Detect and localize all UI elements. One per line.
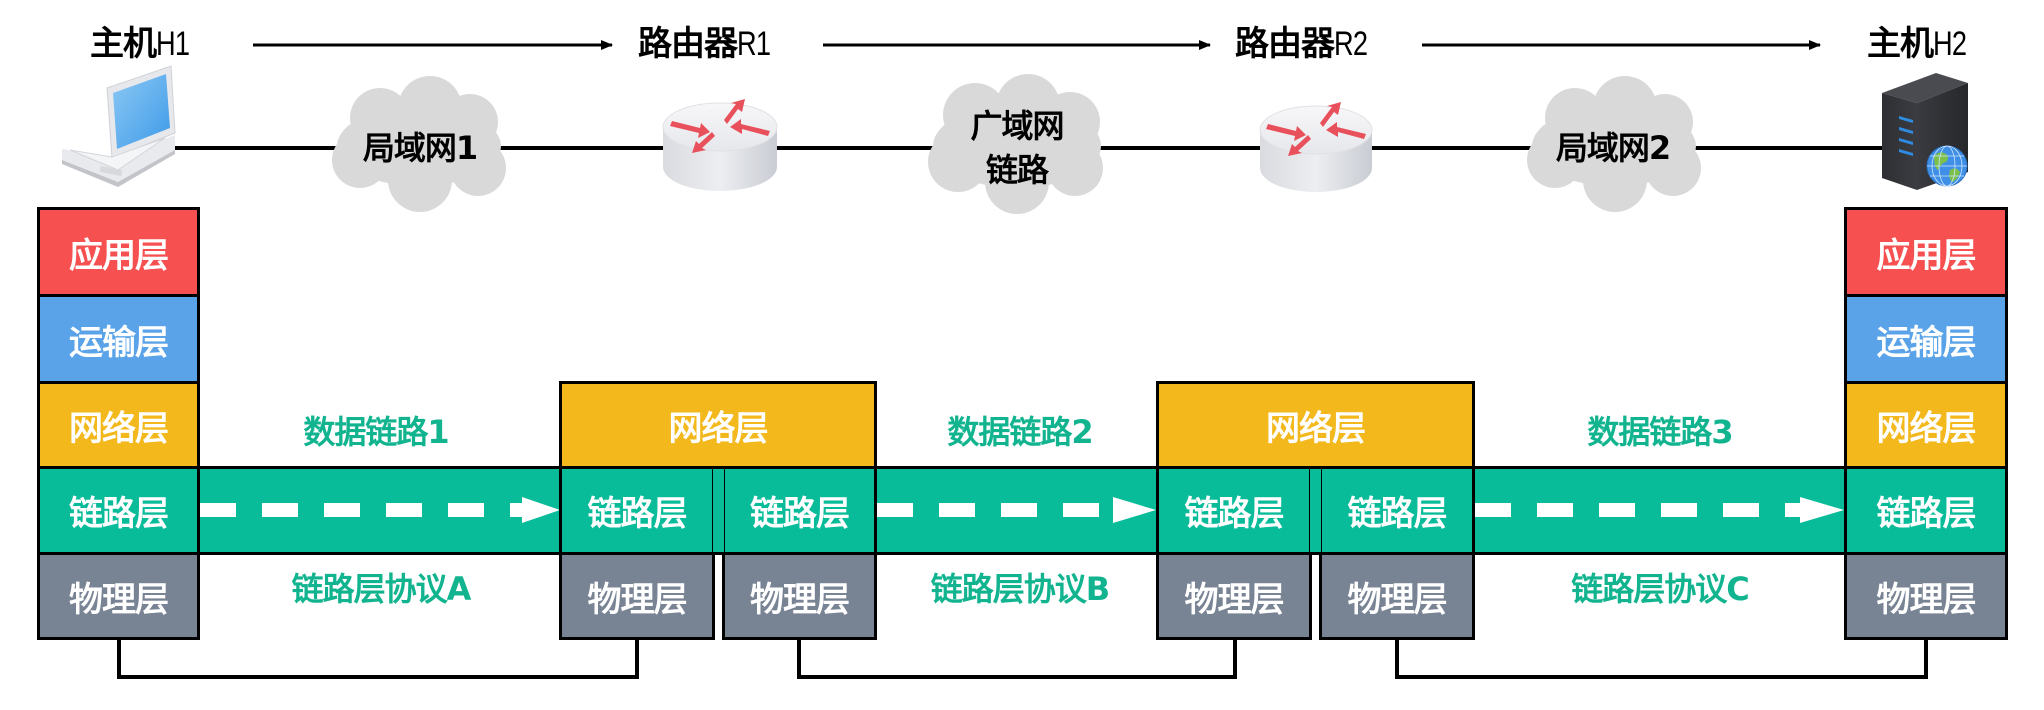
node-label-r1: 路由器R1 (638, 24, 771, 64)
cloud-lan1-label: 局域网1 (362, 129, 478, 167)
link-band-3 (1472, 466, 1847, 555)
h1-transport-layer: 运输层 (37, 294, 200, 384)
h2-application-layer: 应用层 (1844, 207, 2008, 297)
node-name: 路由器 (1235, 24, 1335, 64)
h2-link-layer: 链路层 (1844, 466, 2008, 555)
cloud-wan-line1: 广域网 (970, 107, 1064, 145)
r1-link-layer-right: 链路层 (722, 466, 877, 555)
router-r1-icon (662, 99, 778, 191)
r1-network-layer: 网络层 (559, 381, 877, 470)
cloud-wan-label: 广域网 链路 (970, 104, 1064, 192)
node-name: 主机 (90, 24, 157, 64)
link-band-2 (874, 466, 1159, 555)
data-link-label-1: 数据链路1 (303, 413, 449, 451)
r2-physical-layer-left: 物理层 (1156, 552, 1312, 640)
node-label-h2: 主机H2 (1867, 24, 1967, 64)
h1-link-layer: 链路层 (37, 466, 200, 555)
r1-link-layer-left: 链路层 (559, 466, 715, 555)
server-icon (1882, 73, 1968, 190)
cloud-wan-icon (928, 74, 1103, 214)
node-id: H2 (1933, 25, 1967, 63)
cloud-wan-line2: 链路 (985, 151, 1049, 189)
cloud-lan2-icon (1527, 76, 1701, 212)
r2-link-gap (1310, 466, 1321, 555)
physical-link-bracket-1 (117, 639, 639, 679)
node-name: 路由器 (638, 24, 738, 64)
link-protocol-label-b: 链路层协议B (930, 570, 1110, 608)
globe-icon (1926, 145, 1968, 187)
cloud-lan2-label: 局域网2 (1555, 129, 1671, 167)
node-label-h1: 主机H1 (90, 24, 190, 64)
link-protocol-label-a: 链路层协议A (291, 570, 472, 608)
node-name: 主机 (1867, 24, 1934, 64)
link-band-1 (197, 466, 562, 555)
h2-transport-layer: 运输层 (1844, 294, 2008, 384)
h2-network-layer: 网络层 (1844, 381, 2008, 470)
r2-link-layer-right: 链路层 (1319, 466, 1475, 555)
router-r2-icon (1259, 102, 1373, 192)
node-id: R2 (1334, 25, 1368, 63)
physical-link-bracket-2 (797, 639, 1237, 679)
physical-link-bracket-3 (1395, 639, 1928, 679)
r1-physical-layer-right: 物理层 (722, 552, 877, 640)
r2-physical-layer-right: 物理层 (1319, 552, 1475, 640)
node-id: R1 (737, 25, 771, 63)
h1-network-layer: 网络层 (37, 381, 200, 470)
data-link-label-3: 数据链路3 (1587, 413, 1733, 451)
r1-physical-layer-left: 物理层 (559, 552, 715, 640)
node-id: H1 (156, 25, 190, 63)
r1-link-gap (713, 466, 724, 555)
h2-physical-layer: 物理层 (1844, 552, 2008, 640)
link-protocol-label-c: 链路层协议C (1571, 570, 1749, 608)
laptop-icon (62, 65, 176, 187)
r2-link-layer-left: 链路层 (1156, 466, 1312, 555)
r2-network-layer: 网络层 (1156, 381, 1475, 470)
data-link-label-2: 数据链路2 (947, 413, 1093, 451)
node-label-r2: 路由器R2 (1235, 24, 1368, 64)
h1-physical-layer: 物理层 (37, 552, 200, 640)
h1-application-layer: 应用层 (37, 207, 200, 297)
cloud-lan1-icon (332, 76, 506, 212)
